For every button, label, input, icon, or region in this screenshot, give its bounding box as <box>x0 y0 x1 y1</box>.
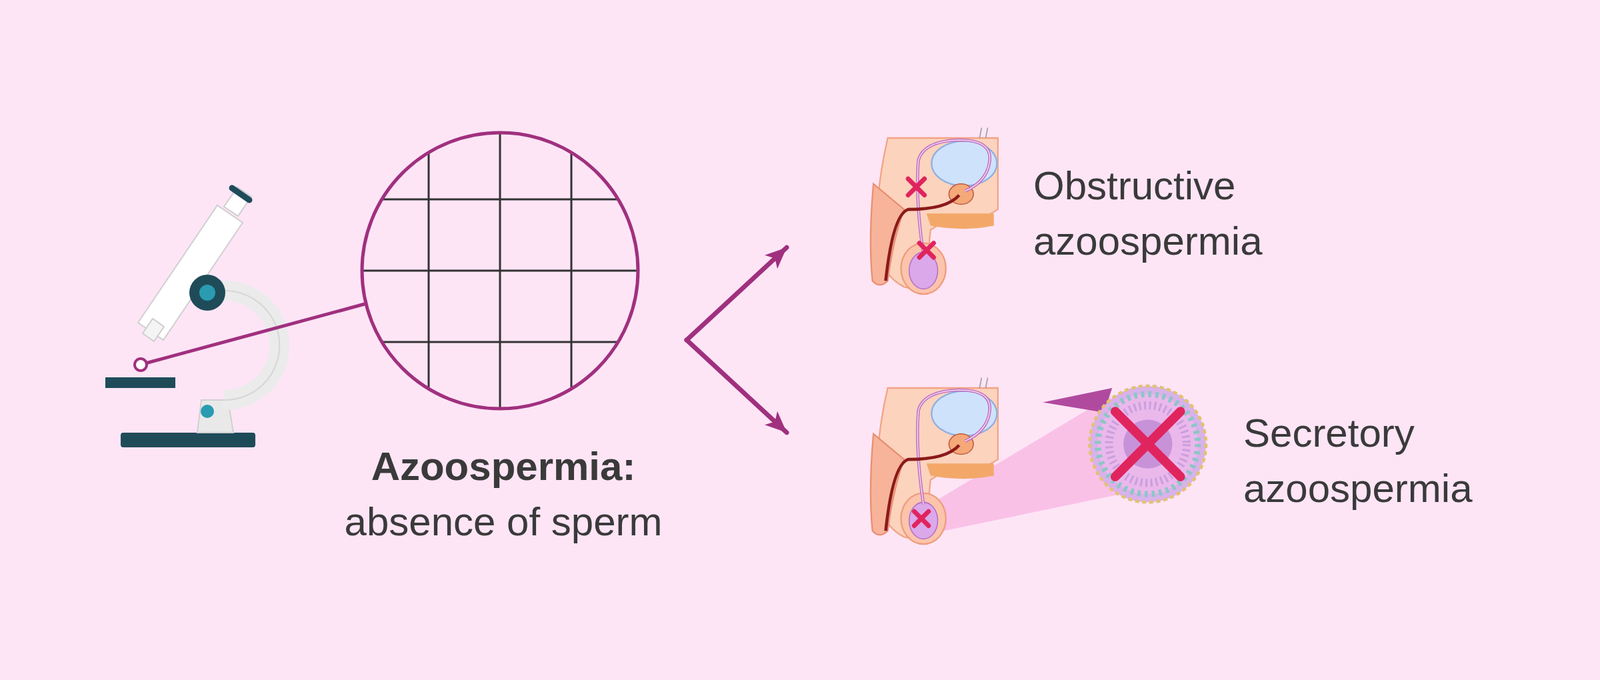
obstructive-anatomy <box>870 128 998 294</box>
field-label: absence of sperm <box>344 494 663 550</box>
focus-knob <box>189 274 226 311</box>
microscope-eyepiece <box>224 187 252 216</box>
zoom-point <box>134 358 147 371</box>
eyepiece-cap <box>232 188 250 200</box>
node-box: Secretory azoospermia <box>786 393 1530 516</box>
node-box: Obstructive azoospermia <box>786 133 1320 269</box>
branch-arrow <box>686 340 787 433</box>
field-label: Azoospermia: <box>371 438 636 494</box>
node-box: Azoospermia:absence of sperm <box>320 120 687 550</box>
type-label: Obstructive azoospermia <box>1033 158 1320 269</box>
magnified-field <box>362 132 638 409</box>
counting-grid <box>356 126 644 414</box>
focus-knob-center <box>199 284 216 301</box>
branch-arrow <box>686 247 787 340</box>
secretory-anatomy <box>870 378 1206 544</box>
zoom-line <box>145 304 365 364</box>
light-dot <box>200 404 214 418</box>
microscope-objective <box>142 318 164 342</box>
type-label: Secretory azoospermia <box>1243 405 1530 516</box>
microscope-stage <box>105 377 176 388</box>
microscope-base <box>120 432 256 448</box>
